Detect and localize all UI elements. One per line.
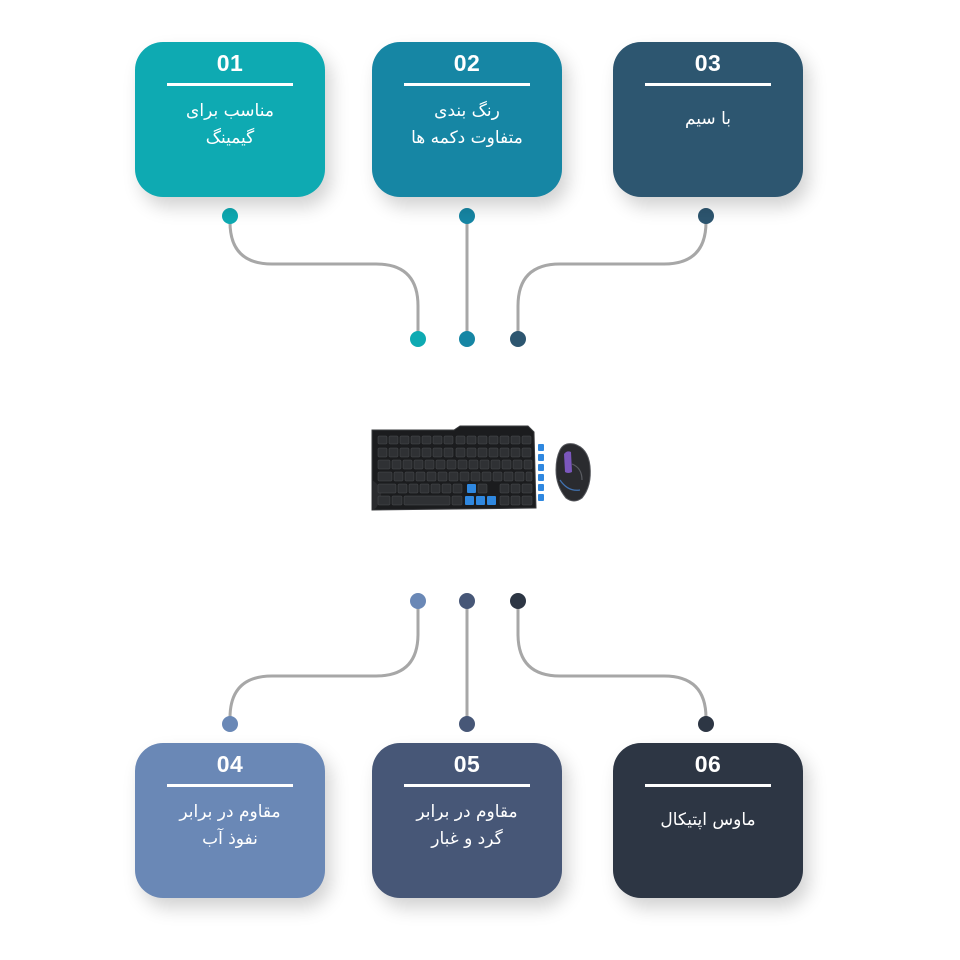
- dot-01-bottom: [410, 331, 426, 347]
- keyboard-and-mouse-image: [371, 425, 591, 511]
- dot-06-top: [510, 593, 526, 609]
- dot-06-bottom: [698, 716, 714, 732]
- feature-number: 03: [694, 50, 722, 76]
- feature-card-06: 06 ماوس اپتیکال: [613, 743, 803, 898]
- dot-03-top: [698, 208, 714, 224]
- connector-06: [516, 599, 708, 726]
- divider: [167, 784, 293, 787]
- feature-card-01: 01 مناسب برای گیمینگ: [135, 42, 325, 197]
- divider: [645, 784, 771, 787]
- feature-text: مقاوم در برابر نفوذ آب: [179, 802, 281, 849]
- divider: [167, 83, 293, 86]
- feature-number: 04: [216, 751, 244, 777]
- feature-text: رنگ بندی متفاوت دکمه ها: [411, 101, 523, 148]
- feature-number: 06: [694, 751, 722, 777]
- dot-05-bottom: [459, 716, 475, 732]
- feature-number: 01: [216, 50, 244, 76]
- feature-card-03: 03 با سیم: [613, 42, 803, 197]
- divider: [645, 83, 771, 86]
- feature-text: مناسب برای گیمینگ: [186, 101, 274, 148]
- mouse-icon: [555, 443, 591, 502]
- feature-card-04: 04 مقاوم در برابر نفوذ آب: [135, 743, 325, 898]
- feature-card-02: 02 رنگ بندی متفاوت دکمه ها: [372, 42, 562, 197]
- feature-number: 02: [453, 50, 481, 76]
- dot-02-top: [459, 208, 475, 224]
- feature-number: 05: [453, 751, 481, 777]
- feature-text: مقاوم در برابر گرد و غبار: [416, 802, 518, 849]
- feature-text: ماوس اپتیکال: [660, 810, 756, 830]
- divider: [404, 83, 530, 86]
- dot-04-top: [410, 593, 426, 609]
- dot-02-bottom: [459, 331, 475, 347]
- dot-03-bottom: [510, 331, 526, 347]
- dot-01-top: [222, 208, 238, 224]
- connector-03: [516, 214, 708, 341]
- feature-text: با سیم: [684, 109, 731, 129]
- connector-01: [228, 214, 420, 341]
- dot-05-top: [459, 593, 475, 609]
- dot-04-bottom: [222, 716, 238, 732]
- connector-04: [228, 599, 420, 726]
- divider: [404, 784, 530, 787]
- feature-card-05: 05 مقاوم در برابر گرد و غبار: [372, 743, 562, 898]
